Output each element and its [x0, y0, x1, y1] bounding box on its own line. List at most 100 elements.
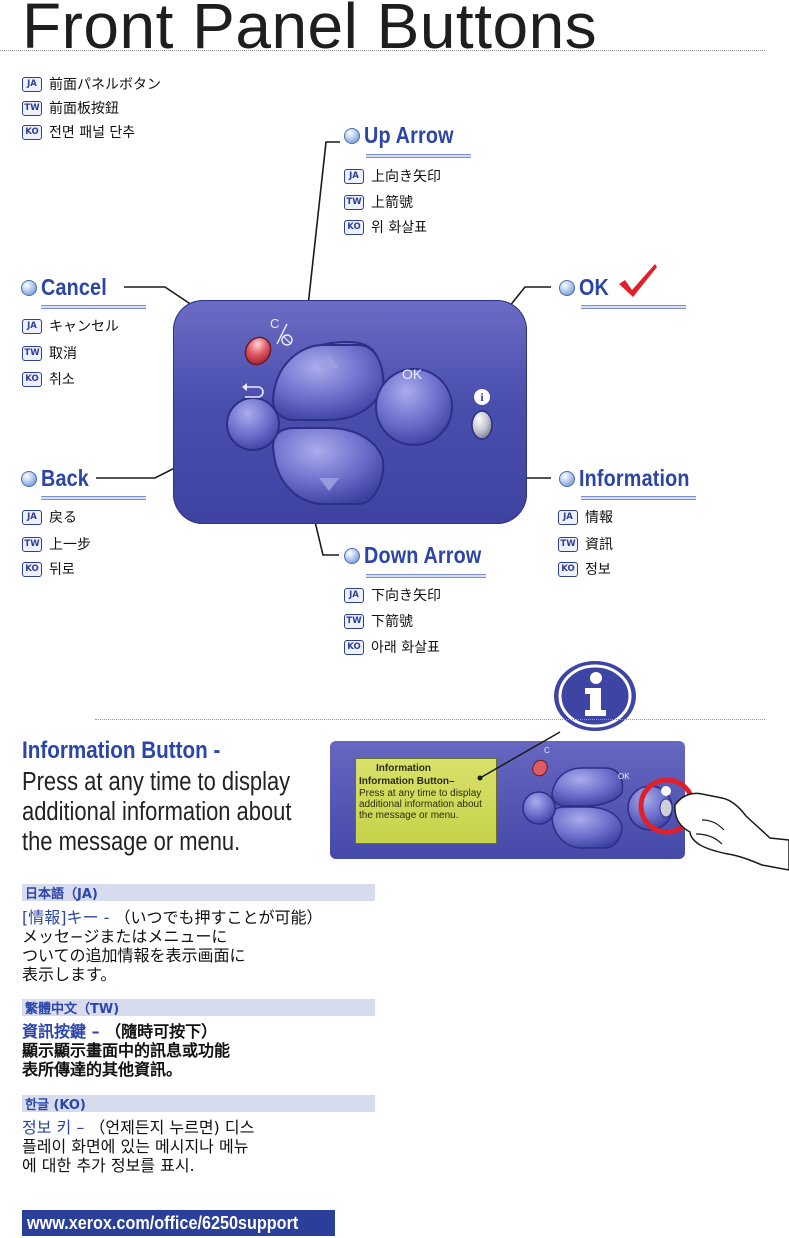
ok-panel-label: OK	[402, 366, 423, 382]
bullet-icon	[21, 470, 37, 487]
info-section-title: Information Button -	[22, 737, 221, 764]
lang-tag: KO	[344, 639, 364, 655]
cancel-button[interactable]	[241, 333, 276, 369]
front-panel-buttons: i	[226, 323, 493, 505]
translation-text: 下向き矢印	[371, 588, 441, 604]
label-underline	[581, 496, 696, 500]
lang-tag: KO	[22, 371, 42, 387]
page-title: Front Panel Buttons	[22, 0, 598, 62]
label-text: OK	[579, 274, 610, 300]
body-line: 에 대한 추가 정보를 표시.	[22, 1156, 195, 1175]
label-underline	[366, 574, 486, 578]
lcd-line: the message or menu.	[359, 810, 459, 821]
label-underline	[581, 305, 686, 309]
ok-button[interactable]	[375, 368, 453, 446]
title-translation-ko: KO 전면 패널 단추	[22, 122, 135, 142]
language-header-text: 繁體中文（TW)	[25, 1002, 120, 1017]
lang-tag: TW	[344, 613, 364, 629]
label-text: Information	[579, 465, 690, 491]
lang-tag: JA	[344, 587, 364, 603]
translation-text: キャンセル	[49, 319, 119, 335]
panel2-back-button	[522, 791, 556, 825]
down-arrow-button[interactable]	[271, 427, 385, 505]
lang-tag: KO	[558, 561, 578, 577]
bullet-icon	[21, 279, 37, 296]
panel2-info-button	[659, 798, 673, 818]
body-line: 플레이 화면에 있는 메시지나 메뉴	[22, 1137, 249, 1156]
panel-illustration-details: C OK	[477, 731, 789, 871]
info-ko: KO 정보	[558, 559, 611, 579]
title-translation-text: 전면 패널 단추	[49, 125, 136, 141]
body-line: 顯示顯示畫面中的訊息或功能	[22, 1041, 231, 1060]
svg-text:C: C	[544, 746, 550, 755]
info-button[interactable]	[471, 410, 493, 440]
lcd-line: additional information about	[359, 799, 482, 810]
language-header-text: 한글 (KO)	[25, 1098, 86, 1113]
label-ok: OK	[559, 274, 614, 301]
label-up-arrow: Up Arrow	[344, 122, 468, 149]
lcd-line: Information Button–	[359, 776, 455, 787]
language-header-ko: 한글 (KO)	[22, 1095, 375, 1113]
body-line: 表所傳達的其他資訊。	[22, 1060, 183, 1079]
lang-tag: TW	[558, 536, 578, 552]
language-header-tw: 繁體中文（TW)	[22, 999, 375, 1017]
down-arrow-ja: JA 下向き矢印	[344, 585, 441, 605]
lang-tag: TW	[22, 536, 42, 552]
translation-text: 取消	[49, 346, 77, 362]
title-translation-tw: TW 前面板按鈕	[22, 98, 119, 118]
panel2-up-button	[551, 767, 624, 807]
label-text: Down Arrow	[364, 542, 482, 568]
up-triangle-icon	[319, 355, 339, 368]
back-ko: KO 뒤로	[22, 559, 75, 579]
translation-text: 뒤로	[49, 562, 75, 578]
lang-tag: JA	[22, 318, 42, 334]
stop-icon	[281, 334, 293, 346]
lang-tag: JA	[344, 168, 364, 184]
translation-text: 아래 화살표	[371, 640, 440, 656]
label-text: Cancel	[41, 274, 107, 300]
language-body-tw: 資訊按鍵 – （隨時可按下） 顯示顯示畫面中的訊息或功能 表所傳達的其他資訊。	[22, 1022, 230, 1079]
lang-tag: KO	[22, 561, 42, 577]
translation-text: 上一步	[49, 537, 91, 553]
label-down-arrow: Down Arrow	[344, 542, 501, 569]
lang-tag: TW	[22, 100, 42, 116]
lang-tag: KO	[22, 124, 42, 140]
key-dash: -	[98, 908, 115, 927]
key-name: [情報]キー	[22, 908, 99, 927]
back-button[interactable]	[226, 397, 280, 451]
label-information: Information	[559, 465, 708, 492]
back-tw: TW 上一步	[22, 534, 91, 554]
label-back: Back	[21, 465, 97, 492]
translation-text: 戻る	[49, 510, 77, 526]
translation-text: 위 화살표	[371, 220, 427, 236]
down-triangle-icon	[319, 478, 339, 491]
key-dash: –	[86, 1022, 106, 1041]
bullet-icon	[344, 127, 360, 144]
lang-tag: JA	[22, 76, 42, 92]
lcd-header: Information	[376, 763, 431, 774]
translation-text: 上箭號	[371, 195, 413, 211]
translation-text: 정보	[585, 562, 611, 578]
lang-tag: JA	[558, 509, 578, 525]
large-info-icon	[554, 661, 636, 731]
language-body-ja: [情報]キー - （いつでも押すことが可能） メッセ−ジまたはメニューに ついて…	[22, 908, 322, 984]
cancel-ja: JA キャンセル	[22, 316, 119, 336]
support-url-text: www.xerox.com/office/6250support	[27, 1213, 299, 1233]
section-divider	[95, 719, 765, 720]
support-url-link[interactable]: www.xerox.com/office/6250support	[22, 1210, 335, 1236]
bullet-icon	[344, 547, 360, 564]
key-dash: –	[71, 1118, 90, 1137]
hand-illustration	[674, 792, 789, 871]
body-line: 表示します。	[22, 965, 117, 984]
label-text: Back	[41, 465, 89, 491]
bullet-icon	[559, 279, 575, 296]
language-header-text: 日本語（JA)	[25, 887, 98, 902]
back-arrow-icon	[244, 386, 264, 398]
